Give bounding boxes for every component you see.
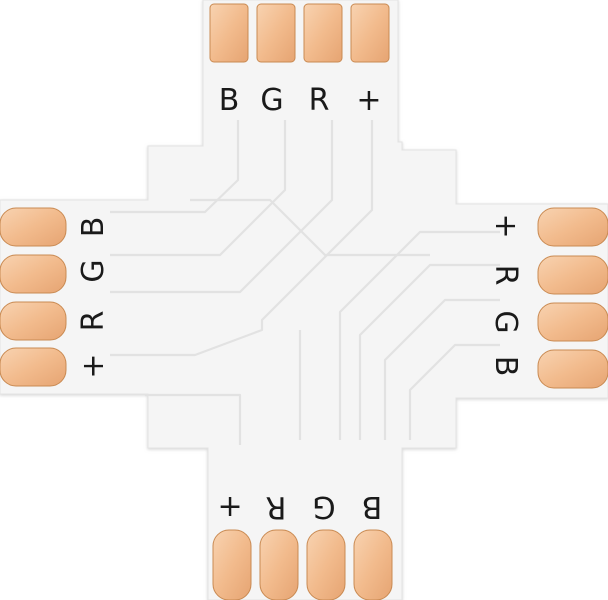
copper-pad — [350, 3, 390, 63]
label-right-g: G — [488, 310, 523, 333]
label-bottom-g: G — [312, 489, 335, 524]
right-pad-group — [537, 207, 608, 389]
top-silkscreen-labels: B G R + — [219, 83, 382, 118]
label-right-b: B — [488, 356, 523, 377]
copper-pad — [256, 3, 296, 63]
copper-pad — [353, 529, 393, 600]
copper-pad — [537, 349, 608, 389]
copper-pad — [259, 529, 299, 600]
copper-pad — [537, 302, 608, 342]
copper-pad — [537, 255, 608, 295]
copper-pad — [0, 254, 67, 294]
label-left-b: B — [76, 217, 111, 238]
copper-pad — [0, 347, 67, 387]
copper-pad — [306, 529, 346, 600]
copper-traces — [110, 120, 500, 445]
copper-pad — [209, 3, 249, 63]
label-bottom-plus: + — [217, 489, 242, 524]
label-right-plus: + — [488, 213, 523, 238]
copper-pad — [0, 207, 67, 247]
copper-pad — [303, 3, 343, 63]
copper-pad — [212, 529, 252, 600]
bottom-pad-group — [212, 529, 393, 600]
label-left-r: R — [76, 311, 111, 332]
copper-pad — [537, 207, 608, 247]
label-top-r: R — [309, 83, 330, 118]
label-top-plus: + — [356, 83, 381, 118]
right-silkscreen-labels: + R G B — [488, 213, 523, 376]
label-bottom-b: B — [362, 489, 383, 524]
label-right-r: R — [488, 265, 523, 286]
label-left-g: G — [76, 259, 111, 282]
label-bottom-r: R — [266, 489, 287, 524]
left-pad-group — [0, 207, 67, 387]
copper-pad — [0, 301, 67, 341]
bottom-silkscreen-labels: + R G B — [217, 489, 382, 524]
label-left-plus: + — [76, 353, 111, 378]
label-top-b: B — [219, 83, 240, 118]
label-top-g: G — [260, 83, 283, 118]
top-pad-group — [209, 3, 390, 63]
left-silkscreen-labels: B G R + — [76, 217, 111, 379]
